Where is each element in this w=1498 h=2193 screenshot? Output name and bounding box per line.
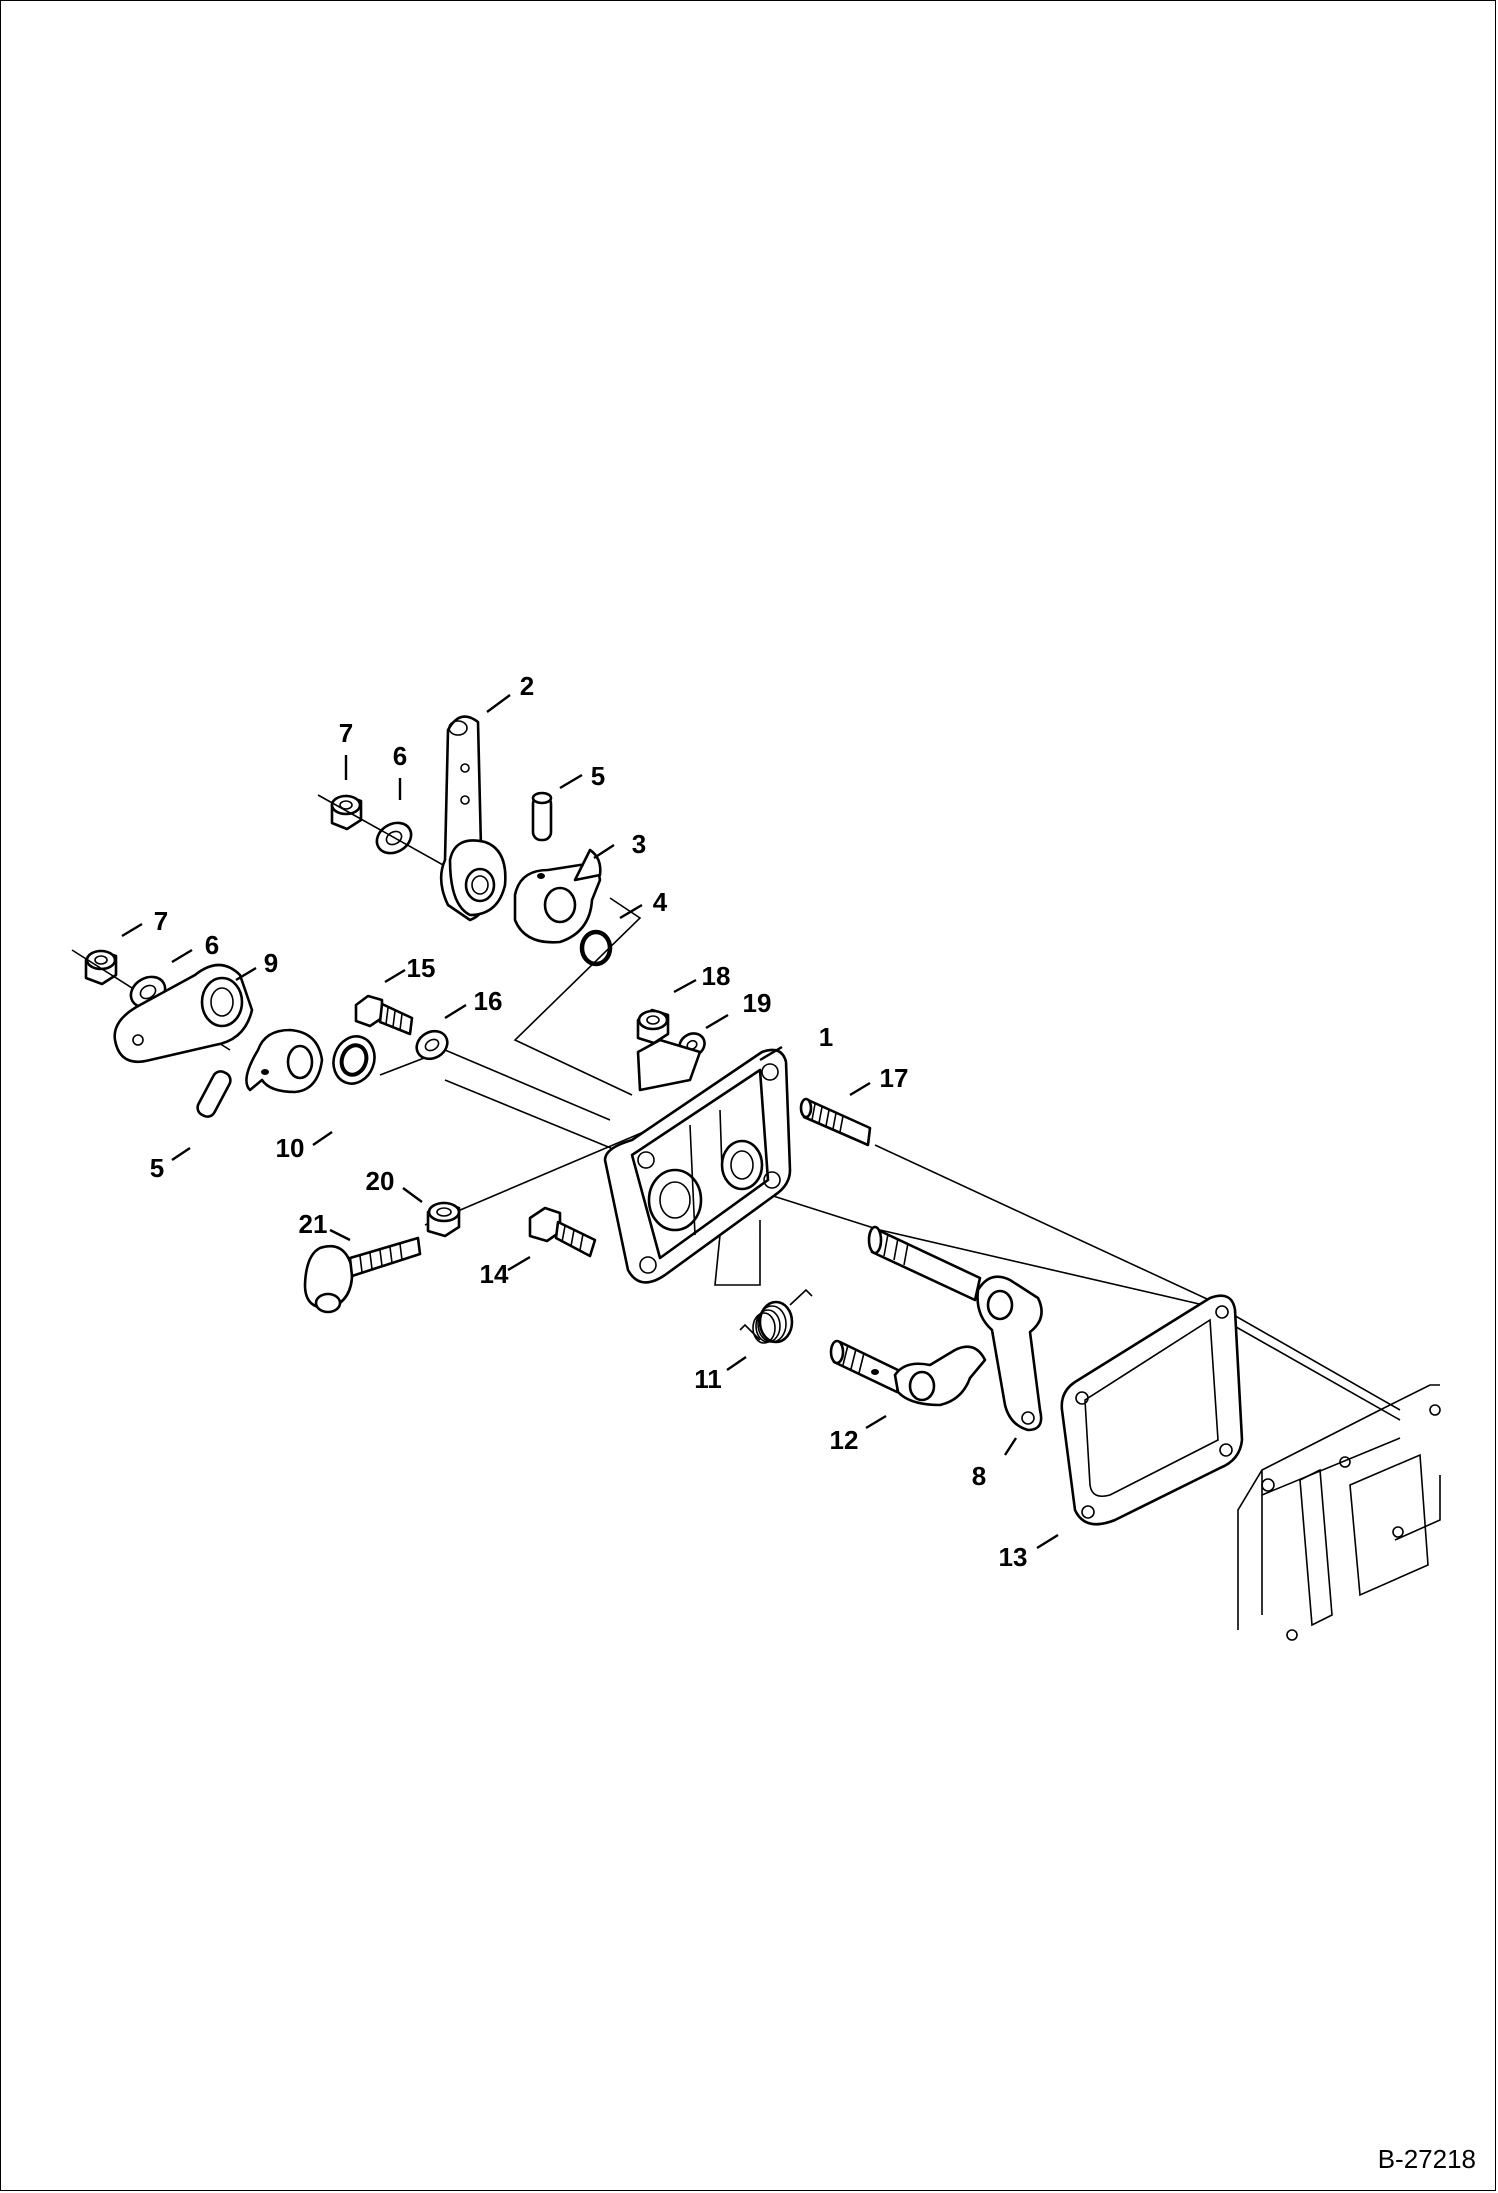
nut-20	[426, 1201, 461, 1238]
nut-7-upper	[330, 794, 363, 831]
callout-17: 17	[880, 1063, 909, 1093]
callout-18: 18	[702, 961, 731, 991]
callout-1: 1	[819, 1022, 833, 1052]
spring-11	[739, 1288, 813, 1344]
callout-6-left: 6	[205, 930, 219, 960]
callout-11: 11	[694, 1364, 722, 1394]
callout-13: 13	[999, 1542, 1028, 1572]
assembly-guide-lines	[379, 897, 1401, 1421]
callout-9: 9	[264, 948, 278, 978]
leader-lines	[121, 694, 1059, 1550]
bolt-14	[528, 1206, 597, 1258]
callout-20: 20	[366, 1166, 395, 1196]
callout-5-lower: 5	[150, 1153, 164, 1183]
callout-7-upper: 7	[339, 718, 353, 748]
callout-15: 15	[407, 953, 436, 983]
nut-18	[636, 1008, 670, 1045]
shaft-arm-12	[829, 1339, 987, 1407]
callout-19: 19	[743, 988, 772, 1018]
callout-14: 14	[480, 1259, 509, 1289]
callout-labels: 7 6 2 5 3 4 7 6 9 5 10 15 16 18 19 1 17 …	[150, 671, 1028, 1572]
gasket-13	[1060, 1294, 1244, 1526]
drawing-reference-code: B-27218	[1377, 2144, 1476, 2174]
callout-10: 10	[276, 1133, 305, 1163]
seal-10	[332, 1035, 376, 1085]
engine-block-partial	[1237, 1384, 1441, 1641]
hub-3	[513, 848, 602, 944]
callout-12: 12	[830, 1425, 859, 1455]
callout-2: 2	[520, 671, 534, 701]
pin-5-upper	[531, 791, 553, 842]
callout-5-upper: 5	[591, 761, 605, 791]
lever-arm-2	[439, 715, 507, 922]
callout-16: 16	[474, 986, 503, 1016]
callout-3: 3	[632, 829, 646, 859]
stud-17	[799, 1097, 872, 1147]
pin-5-lower	[196, 1070, 232, 1118]
callout-7-left: 7	[154, 906, 168, 936]
o-ring-4	[579, 929, 613, 967]
bolt-15	[354, 994, 414, 1036]
callout-21: 21	[299, 1209, 328, 1239]
callout-6-upper: 6	[393, 741, 407, 771]
screw-21	[303, 1236, 422, 1314]
callout-8: 8	[972, 1461, 986, 1491]
washer-16	[415, 1029, 449, 1061]
lever-9	[113, 963, 324, 1094]
callout-4: 4	[653, 887, 668, 917]
housing-1	[603, 1038, 792, 1284]
lever-shaft-8	[867, 1225, 1043, 1432]
